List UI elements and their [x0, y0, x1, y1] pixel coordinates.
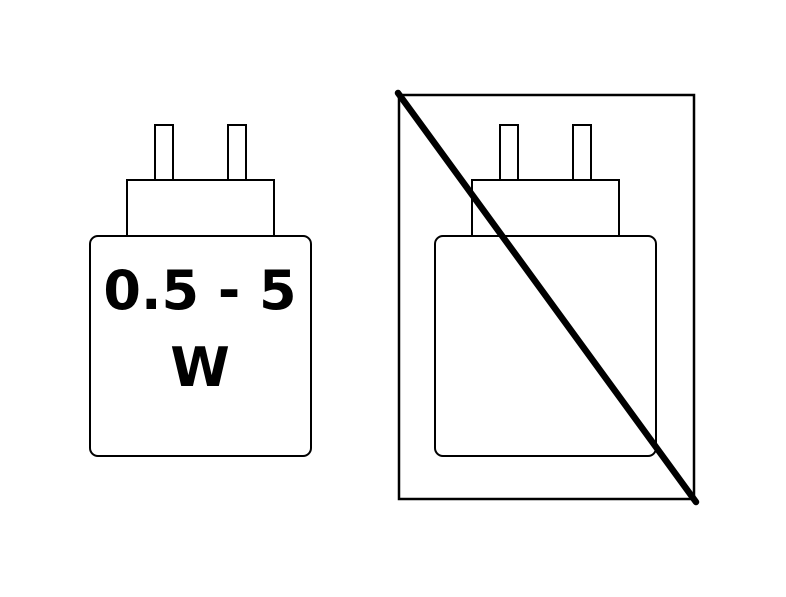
plug-prong-right [227, 124, 247, 182]
plug-neck [126, 179, 275, 237]
charger-plug-icon [89, 124, 312, 457]
power-unit-label: W [170, 336, 230, 399]
plug-prong-left [154, 124, 174, 182]
charger-body [89, 235, 312, 457]
power-range-label: 0.5 - 5 [103, 259, 296, 322]
charger-body [434, 235, 657, 457]
plug-prong-left [499, 124, 519, 182]
no-charger-included [394, 89, 700, 506]
plug-prong-right [572, 124, 592, 182]
strike-through-line [394, 89, 700, 506]
charger-with-rating: 0.5 - 5 W [89, 124, 312, 457]
